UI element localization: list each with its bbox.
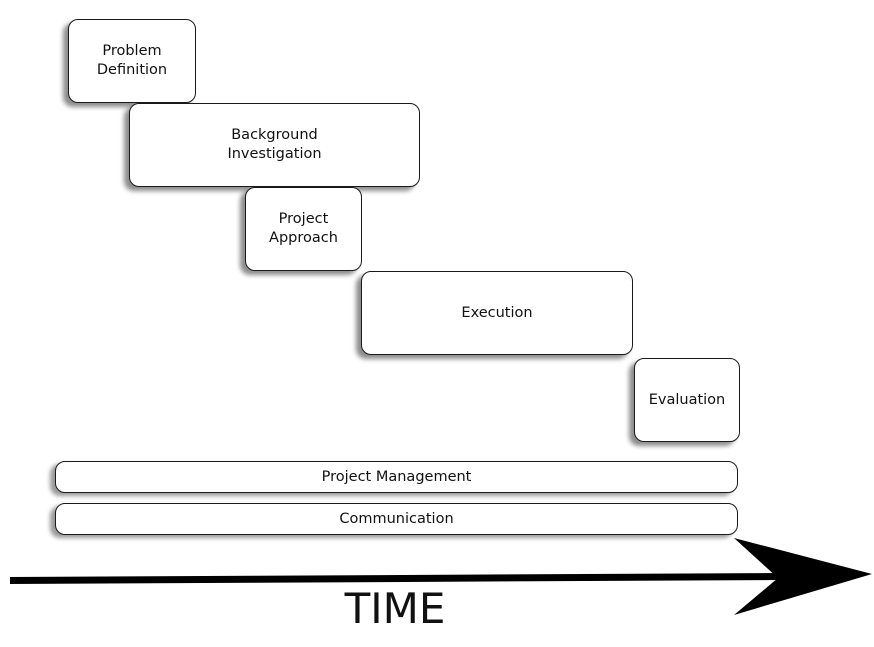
time-axis-label: TIME [344,584,446,633]
time-arrow-shaft [10,573,780,584]
phase-project-approach: Project Approach [245,187,362,271]
phase-problem-definition: Problem Definition [68,19,196,103]
bar-project-management: Project Management [55,461,738,493]
phase-background-investigation: Background Investigation [129,103,420,187]
bar-communication: Communication [55,503,738,535]
phase-evaluation: Evaluation [634,358,740,442]
phase-execution: Execution [361,271,633,355]
time-arrow-head [734,538,872,615]
time-arrow-icon [10,538,872,615]
